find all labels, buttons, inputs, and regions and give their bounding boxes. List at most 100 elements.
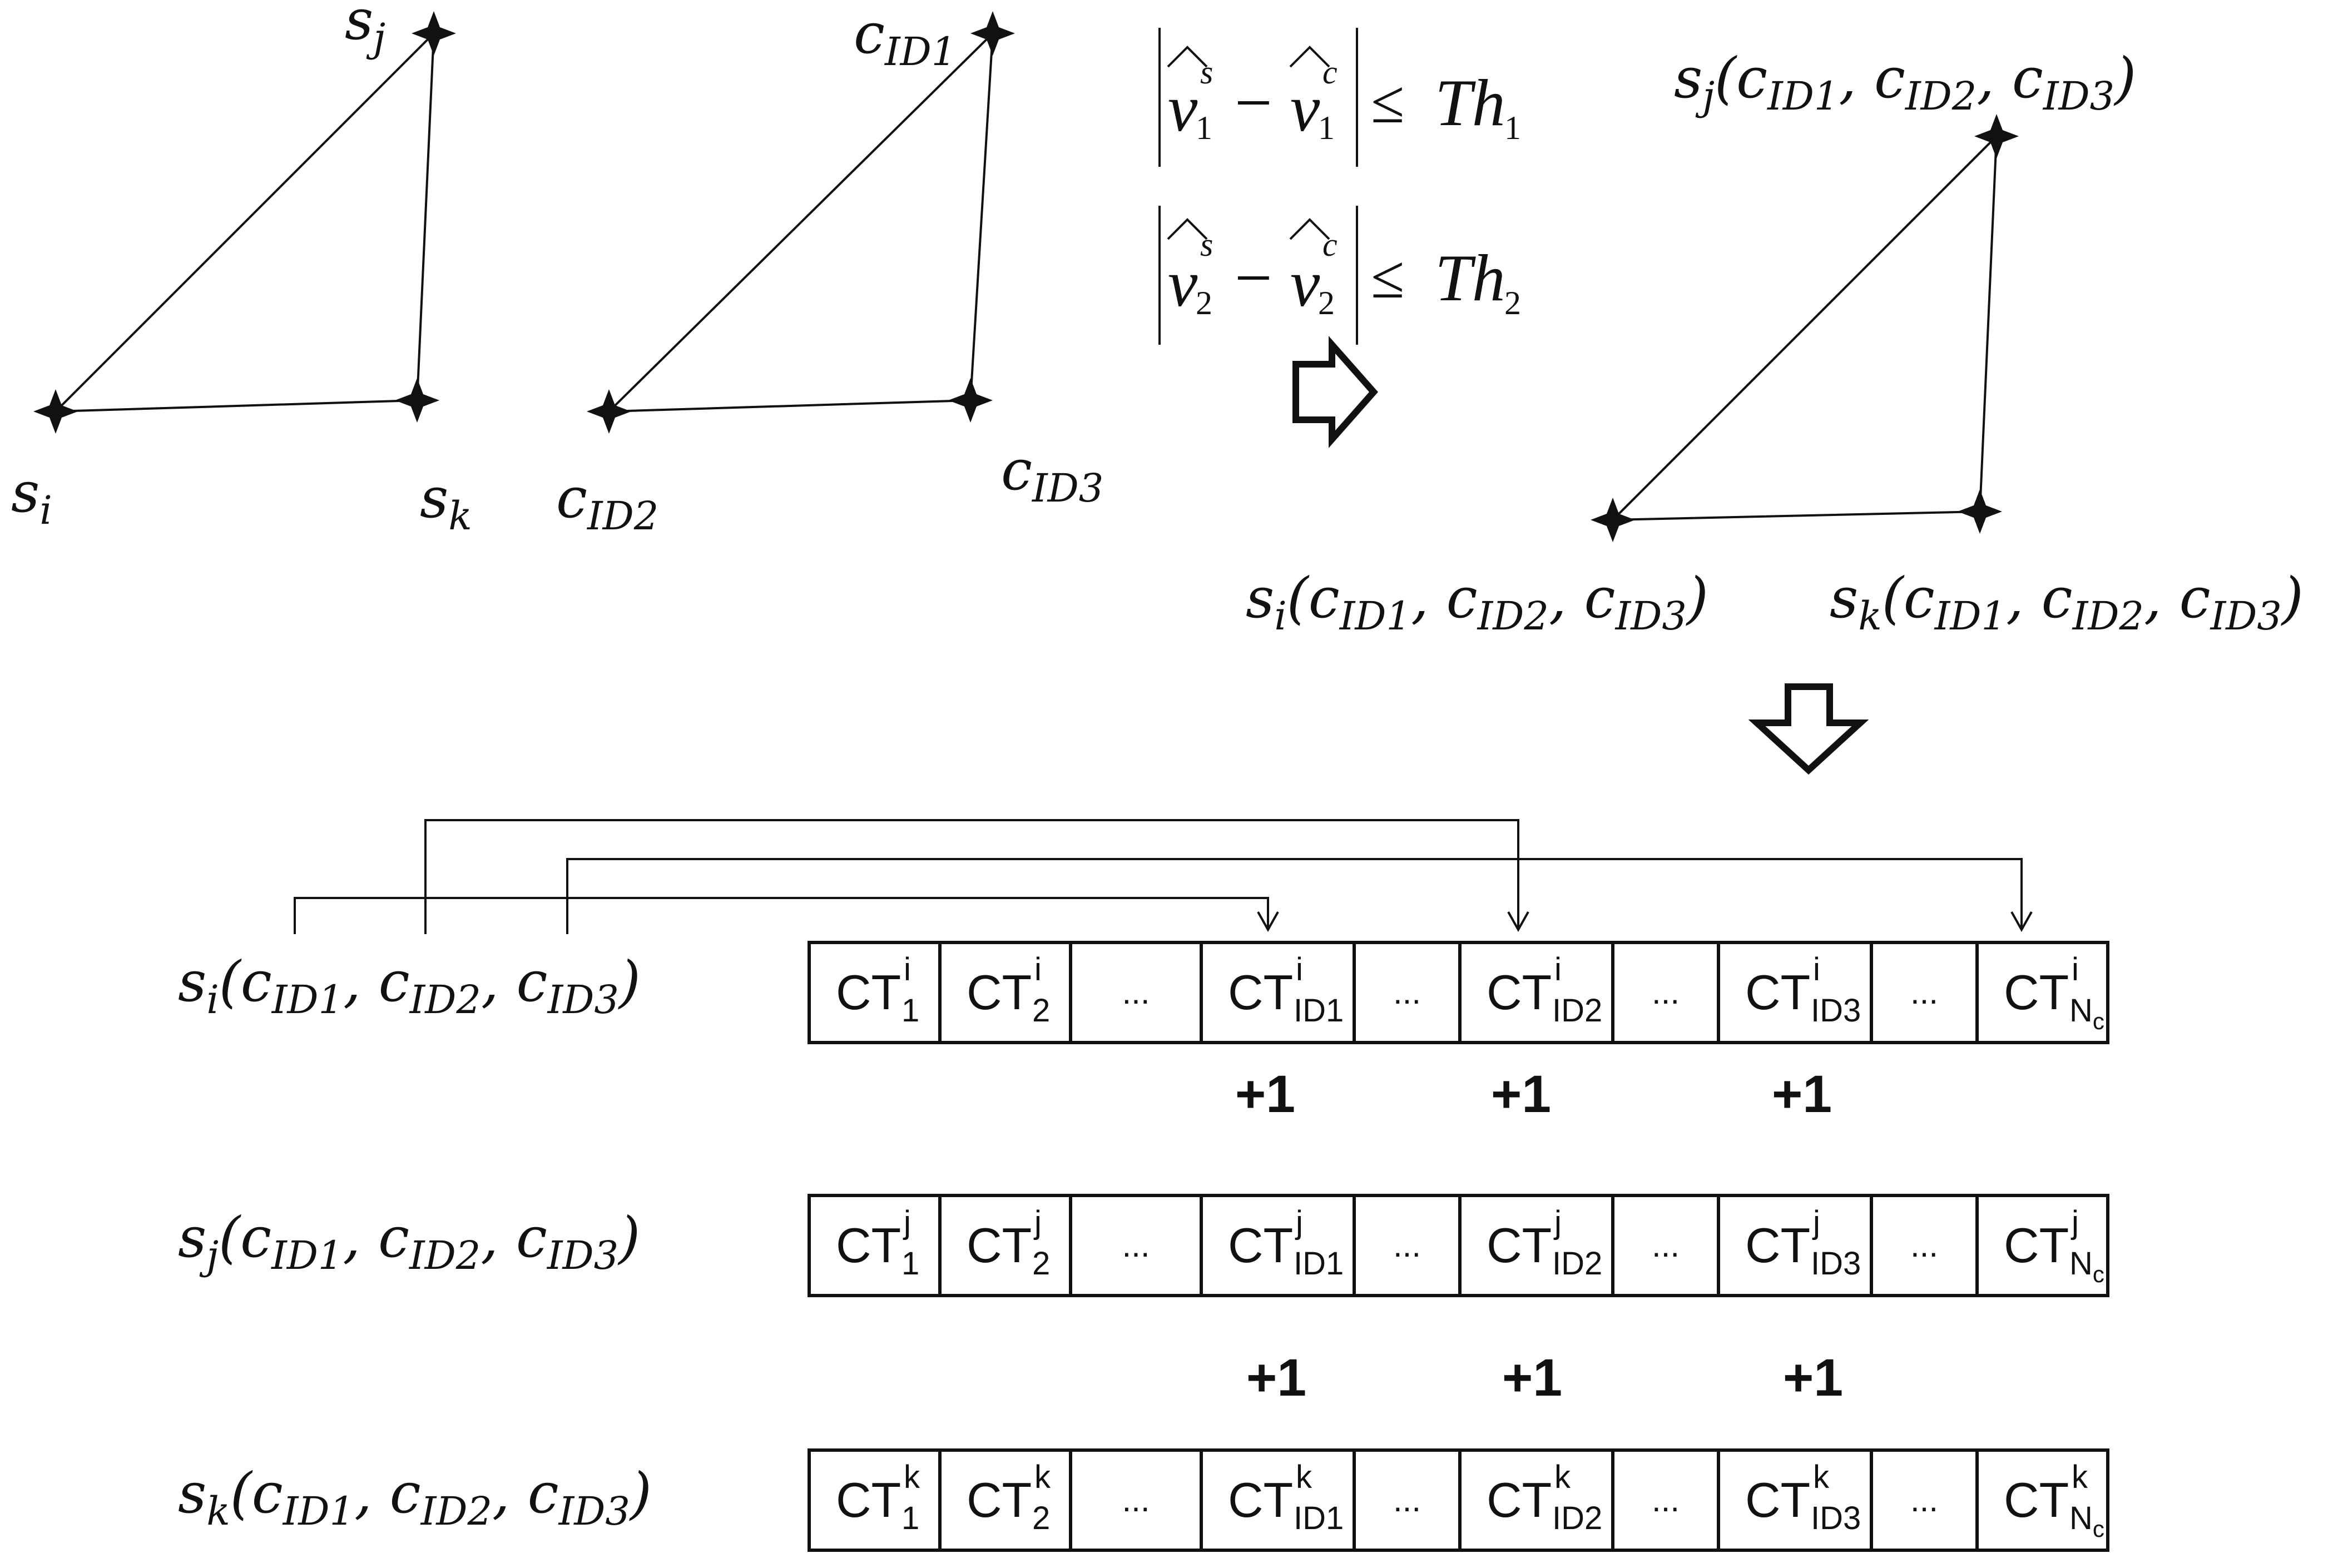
ct-cell-label: CT	[967, 965, 1032, 1020]
table-i-cell-10	[1975, 941, 2109, 1044]
ct-cell-label: CT	[1487, 965, 1552, 1020]
ct-cell-label: CT	[836, 1472, 901, 1527]
star-sk-marker	[395, 378, 439, 423]
table-j-cell-5	[1353, 1194, 1462, 1297]
condition-2-sup-c: c	[1322, 226, 1338, 263]
label-cid2: cID2	[556, 465, 658, 539]
matched-triangle: sj(cID1, cID2, cID3) si(cID1, cID2, cID3…	[1246, 46, 2304, 639]
ellipsis-cell: ...	[1910, 1481, 1938, 1519]
condition-1-sub-sensor: 1	[1196, 110, 1212, 146]
ct-cell-label: CT	[2004, 1218, 2069, 1273]
ct-cell-label: CT	[2004, 965, 2069, 1020]
table-k-cell-4	[1200, 1448, 1356, 1552]
sensor-triangle: si sj sk	[11, 0, 472, 539]
vote-connectors	[294, 819, 2033, 934]
right-block-arrow	[1292, 336, 1379, 448]
ct-cell-superscript: k	[1813, 1459, 1830, 1495]
label-si: si	[11, 460, 52, 533]
row-label-i: si(cID1, cID2, cID3)	[178, 949, 641, 1023]
table-i-cell-3	[1069, 941, 1203, 1044]
ct-cell-subscript: ID3	[1811, 1500, 1861, 1536]
ct-cell-subscript: 1	[901, 1500, 919, 1536]
ct-cell-label: CT	[836, 965, 901, 1020]
ct-cell-subscript: 2	[1032, 1246, 1050, 1282]
table-k-cell-6	[1458, 1448, 1614, 1552]
ct-cell-superscript: j	[1553, 1204, 1562, 1240]
ct-cell-superscript: j	[1812, 1204, 1820, 1240]
condition-2-th-sub: 2	[1504, 285, 1521, 321]
table-k-cell-8	[1717, 1448, 1873, 1552]
ct-cell-label: CT	[836, 1218, 901, 1273]
ct-cell-subscript: ID2	[1552, 1500, 1602, 1536]
matched-label-sj-text: sj(cID1, cID2, cID3)	[1674, 46, 2136, 119]
condition-1: v s 1 − v c 1 ≤ Th 1	[1158, 28, 1521, 167]
condition-1-th-sub: 1	[1504, 110, 1521, 146]
ct-cell-label: CT	[1745, 1218, 1810, 1273]
table-j-cell-10	[1975, 1194, 2109, 1297]
ct-cell-label: CT	[1228, 1472, 1293, 1527]
increment-1-2: +1	[1491, 1065, 1551, 1124]
condition-1-th: Th	[1435, 66, 1505, 140]
matched-label-si: si(cID1, cID2, cID3)	[1246, 565, 1708, 639]
ct-cell-subscript: ID1	[1294, 1500, 1344, 1536]
ct-cell-superscript: j	[903, 1204, 911, 1240]
condition-2-sub-sensor: 2	[1196, 285, 1212, 321]
ct-cell-subscript: 2	[1032, 993, 1050, 1029]
ct-cell-superscript: i	[2072, 951, 2079, 988]
condition-2-minus: −	[1235, 241, 1272, 315]
ellipsis-cell: ...	[1122, 974, 1150, 1011]
table-k-cell-3	[1069, 1448, 1203, 1552]
matched-label-sj: sj(cID1, cID2, cID3)	[1674, 46, 2136, 119]
ct-cell-subscript: Nc	[2069, 1246, 2104, 1287]
ct-cell-superscript: i	[1813, 951, 1820, 988]
condition-2-sup-s: s	[1200, 226, 1213, 263]
condition-1-sub-catalog: 1	[1318, 110, 1335, 146]
ellipsis-cell: ...	[1652, 974, 1680, 1011]
ct-cell-label: CT	[1745, 1472, 1810, 1527]
ellipsis-cell: ...	[1393, 1227, 1421, 1264]
condition-2-v-sensor: v	[1168, 246, 1198, 320]
ct-cell-label: CT	[967, 1218, 1032, 1273]
ct-cell-label: CT	[1228, 1218, 1293, 1273]
ellipsis-cell: ...	[1910, 1227, 1938, 1264]
ct-cell-subscript: ID3	[1811, 993, 1861, 1029]
increment-2-3: +1	[1783, 1348, 1843, 1407]
table-j-cell-6	[1458, 1194, 1614, 1297]
table-j-cell-3	[1069, 1194, 1203, 1297]
ellipsis-cell: ...	[1393, 1481, 1421, 1519]
condition-1-minus: −	[1235, 66, 1272, 140]
ct-cell-label: CT	[1487, 1218, 1552, 1273]
row-label-j: sj(cID1, cID2, cID3)	[178, 1205, 640, 1278]
ct-cell-superscript: k	[1034, 1459, 1051, 1495]
ellipsis-cell: ...	[1910, 974, 1938, 1011]
ct-cell-superscript: k	[1296, 1459, 1312, 1495]
ct-cell-superscript: i	[904, 951, 911, 988]
table-j-cell-9	[1870, 1194, 1979, 1297]
ct-cell-superscript: i	[1296, 951, 1303, 988]
ct-cell-label: CT	[2004, 1472, 2069, 1527]
matched-label-sk-text: sk(cID1, cID2, cID3)	[1830, 565, 2304, 639]
condition-1-le: ≤	[1371, 68, 1404, 136]
ct-cell-label: CT	[1487, 1472, 1552, 1527]
ct-cell-label: CT	[1228, 965, 1293, 1020]
ellipsis-cell: ...	[1393, 974, 1421, 1011]
ct-cell-subscript: Nc	[2069, 1500, 2104, 1542]
condition-2-sub-catalog: 2	[1318, 285, 1335, 321]
ellipsis-cell: ...	[1122, 1481, 1150, 1519]
matched-label-si-text: si(cID1, cID2, cID3)	[1246, 565, 1708, 639]
ct-cell-subscript: 1	[901, 1246, 919, 1282]
condition-1-v-sensor: v	[1168, 71, 1198, 145]
table-i-cell-4	[1200, 941, 1356, 1044]
down-block-arrow	[1748, 683, 1869, 775]
ct-cell-superscript: j	[1295, 1204, 1303, 1240]
increment-1-1: +1	[1235, 1065, 1295, 1124]
ct-cell-superscript: j	[1033, 1204, 1042, 1240]
catalog-triangle: cID1 cID2 cID3	[556, 1, 1103, 539]
ct-cell-subscript: Nc	[2069, 993, 2104, 1034]
ct-cell-label: CT	[1745, 965, 1810, 1020]
ct-cell-superscript: j	[2070, 1204, 2079, 1240]
